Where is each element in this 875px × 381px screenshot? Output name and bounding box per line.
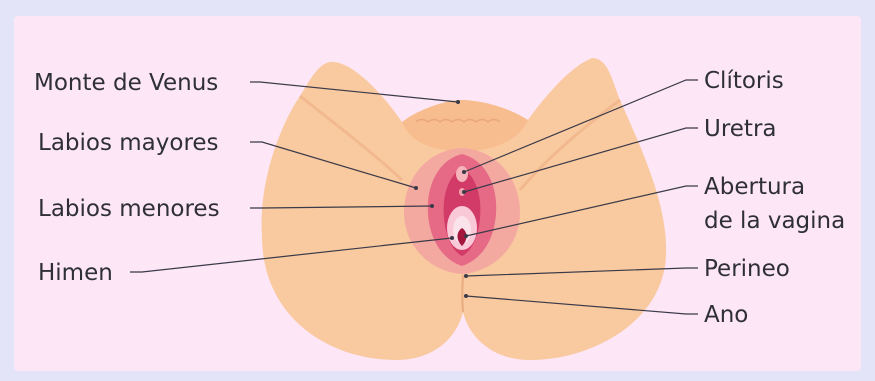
label-uretra: Uretra: [704, 116, 777, 142]
label-ano: Ano: [704, 302, 748, 328]
label-abertura-line2: de la vagina: [704, 208, 845, 234]
leader-monte-end: [456, 100, 460, 104]
clitoris-shape: [456, 166, 468, 182]
label-clitoris: Clítoris: [704, 68, 784, 94]
leader-perineo-end: [464, 274, 468, 278]
anatomy-illustration: [262, 58, 667, 360]
leader-uretra-end: [462, 190, 466, 194]
label-labios-menores: Labios menores: [38, 196, 220, 222]
label-monte-de-venus: Monte de Venus: [34, 70, 218, 96]
label-himen: Himen: [38, 260, 113, 286]
leader-clitoris-end: [462, 170, 466, 174]
leader-himen-end: [450, 236, 454, 240]
label-perineo: Perineo: [704, 256, 790, 282]
leader-mayores-end: [414, 186, 418, 190]
label-abertura-line1: Abertura: [704, 174, 805, 200]
leader-abertura-end: [464, 234, 468, 238]
leader-menores-end: [430, 204, 434, 208]
label-labios-mayores: Labios mayores: [38, 130, 219, 156]
gluteal-cleft: [462, 275, 463, 312]
leader-ano-end: [464, 294, 468, 298]
